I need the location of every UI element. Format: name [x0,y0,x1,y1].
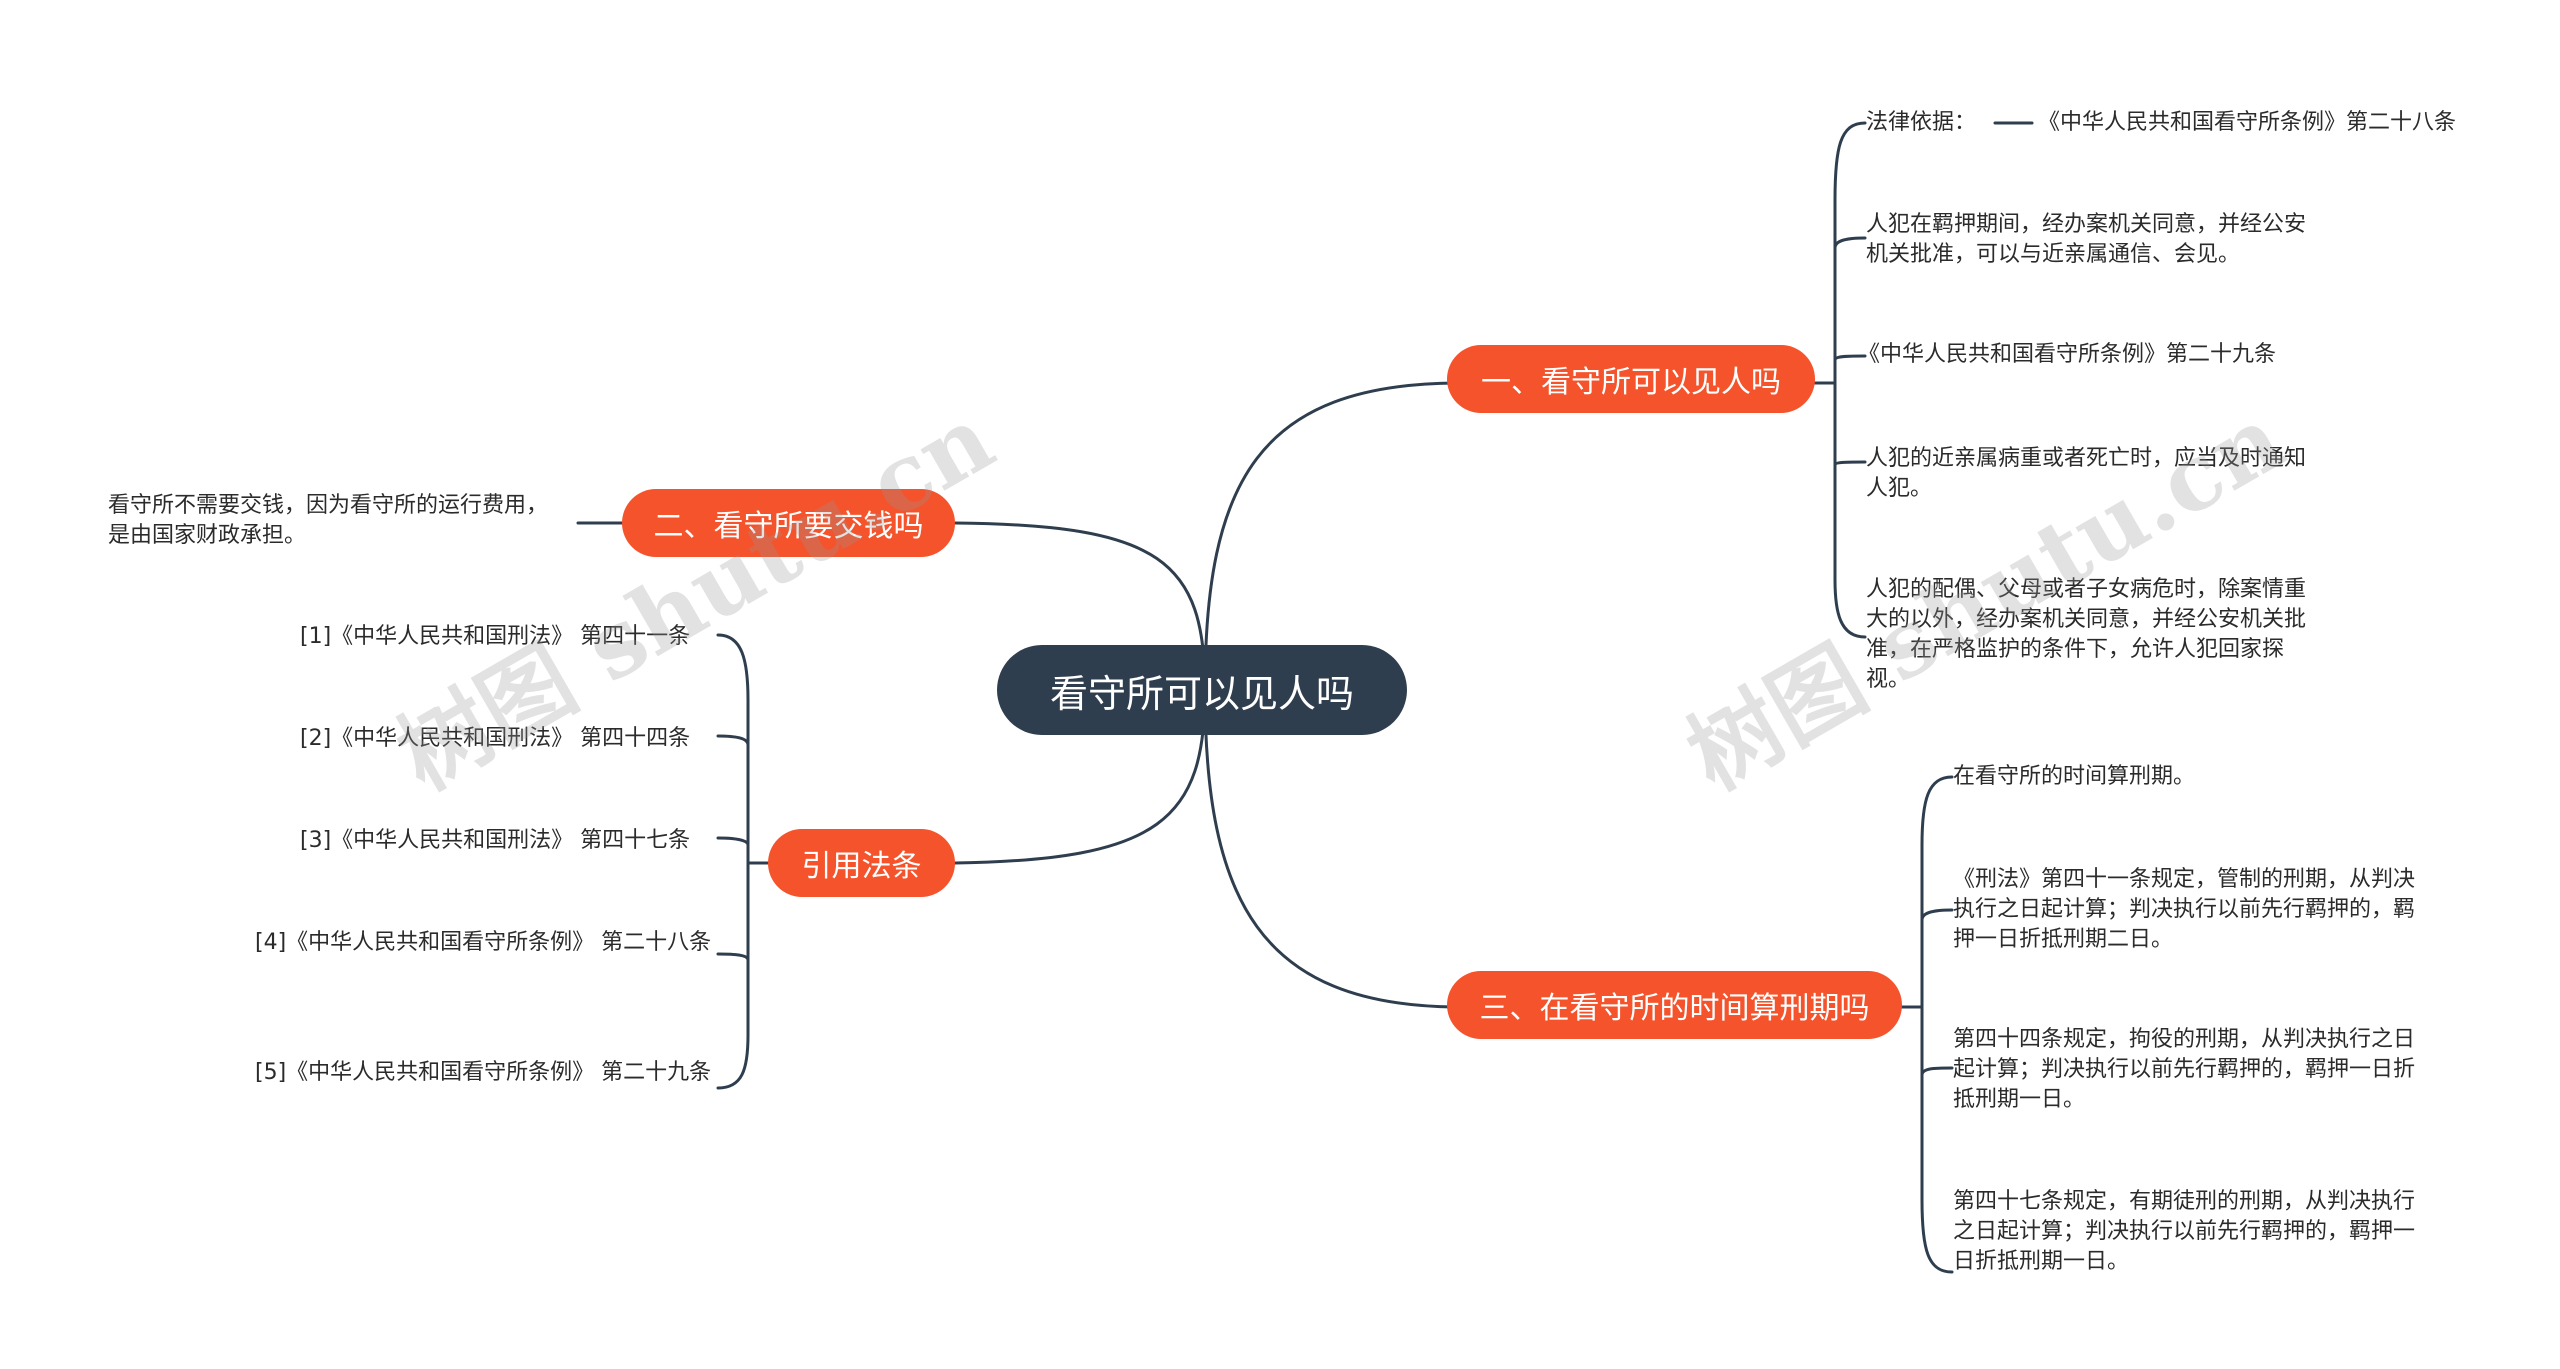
b3-leaf-1[interactable]: 在看守所的时间算刑期。 [1953,764,2196,789]
link-b1-bracket [1833,121,1867,639]
b1-leaf-3[interactable]: 《中华人民共和国看守所条例》第二十九条 [1858,342,2277,367]
b3-leaf-2[interactable]: 《刑法》第四十一条规定，管制的刑期，从判决执行之日起计算；判决执行以前先行羁押的… [1953,867,2416,952]
link-b4-leaf2 [716,734,750,747]
b1-leaf-5[interactable]: 人犯的配偶、父母或者子女病危时，除案情重大的以外，经办案机关同意，并经公安机关批… [1866,577,2307,692]
link-b4-leaf4 [716,952,750,962]
branch-3-label: 三、在看守所的时间算刑期吗 [1479,991,1870,1026]
branch-node-1[interactable]: 一、看守所可以见人吗 [1447,345,1815,413]
branch-node-2[interactable]: 二、看守所要交钱吗 [622,489,955,557]
b3-leaf-3[interactable]: 第四十四条规定，拘役的刑期，从判决执行之日起计算；判决执行以前先行羁押的，羁押一… [1953,1027,2416,1112]
link-b3-bracket [1920,775,1954,1274]
link-root-b2 [953,521,1207,692]
link-b1-leaf4 [1833,460,1867,467]
b4-leaf-5[interactable]: [5]《中华人民共和国看守所条例》 第二十九条 [255,1060,712,1085]
b4-leaf-3[interactable]: [3]《中华人民共和国刑法》 第四十七条 [300,828,691,853]
b4-leaf-2[interactable]: [2]《中华人民共和国刑法》 第四十四条 [300,726,691,751]
link-b4-leaf3 [716,836,750,847]
b1-leaf-1[interactable]: 法律依据： [1866,110,1977,135]
root-label: 看守所可以见人吗 [1049,671,1354,716]
b4-leaf-4[interactable]: [4]《中华人民共和国看守所条例》 第二十八条 [255,930,712,955]
b4-leaf-1[interactable]: [1]《中华人民共和国刑法》 第四十一条 [300,624,691,649]
link-b4-bracket [716,633,750,1090]
branch-4-label: 引用法条 [801,849,922,884]
branch-node-3[interactable]: 三、在看守所的时间算刑期吗 [1447,971,1902,1039]
root-node[interactable]: 看守所可以见人吗 [997,645,1407,735]
b1-leaf-4[interactable]: 人犯的近亲属病重或者死亡时，应当及时通知人犯。 [1866,446,2307,501]
link-root-b1 [1203,381,1457,692]
b1-leaf-1-child[interactable]: 《中华人民共和国看守所条例》第二十八条 [2038,110,2457,135]
link-b1-leaf3 [1833,354,1867,362]
link-b3-leaf3 [1920,1066,1954,1077]
link-root-b4 [953,688,1207,865]
b1-leaf-2[interactable]: 人犯在羁押期间，经办案机关同意，并经公安机关批准，可以与近亲属通信、会见。 [1866,212,2307,267]
b3-leaf-4[interactable]: 第四十七条规定，有期徒刑的刑期，从判决执行之日起计算；判决执行以前先行羁押的，羁… [1953,1189,2416,1274]
link-b3-leaf2 [1920,908,1954,922]
link-root-b3 [1203,688,1457,1009]
link-b1-leaf2 [1833,236,1867,250]
branch-node-4[interactable]: 引用法条 [768,829,955,897]
branch-2-label: 二、看守所要交钱吗 [653,509,924,544]
b2-leaf-1[interactable]: 看守所不需要交钱，因为看守所的运行费用，是由国家财政承担。 [108,493,549,548]
branch-1-label: 一、看守所可以见人吗 [1481,365,1781,400]
